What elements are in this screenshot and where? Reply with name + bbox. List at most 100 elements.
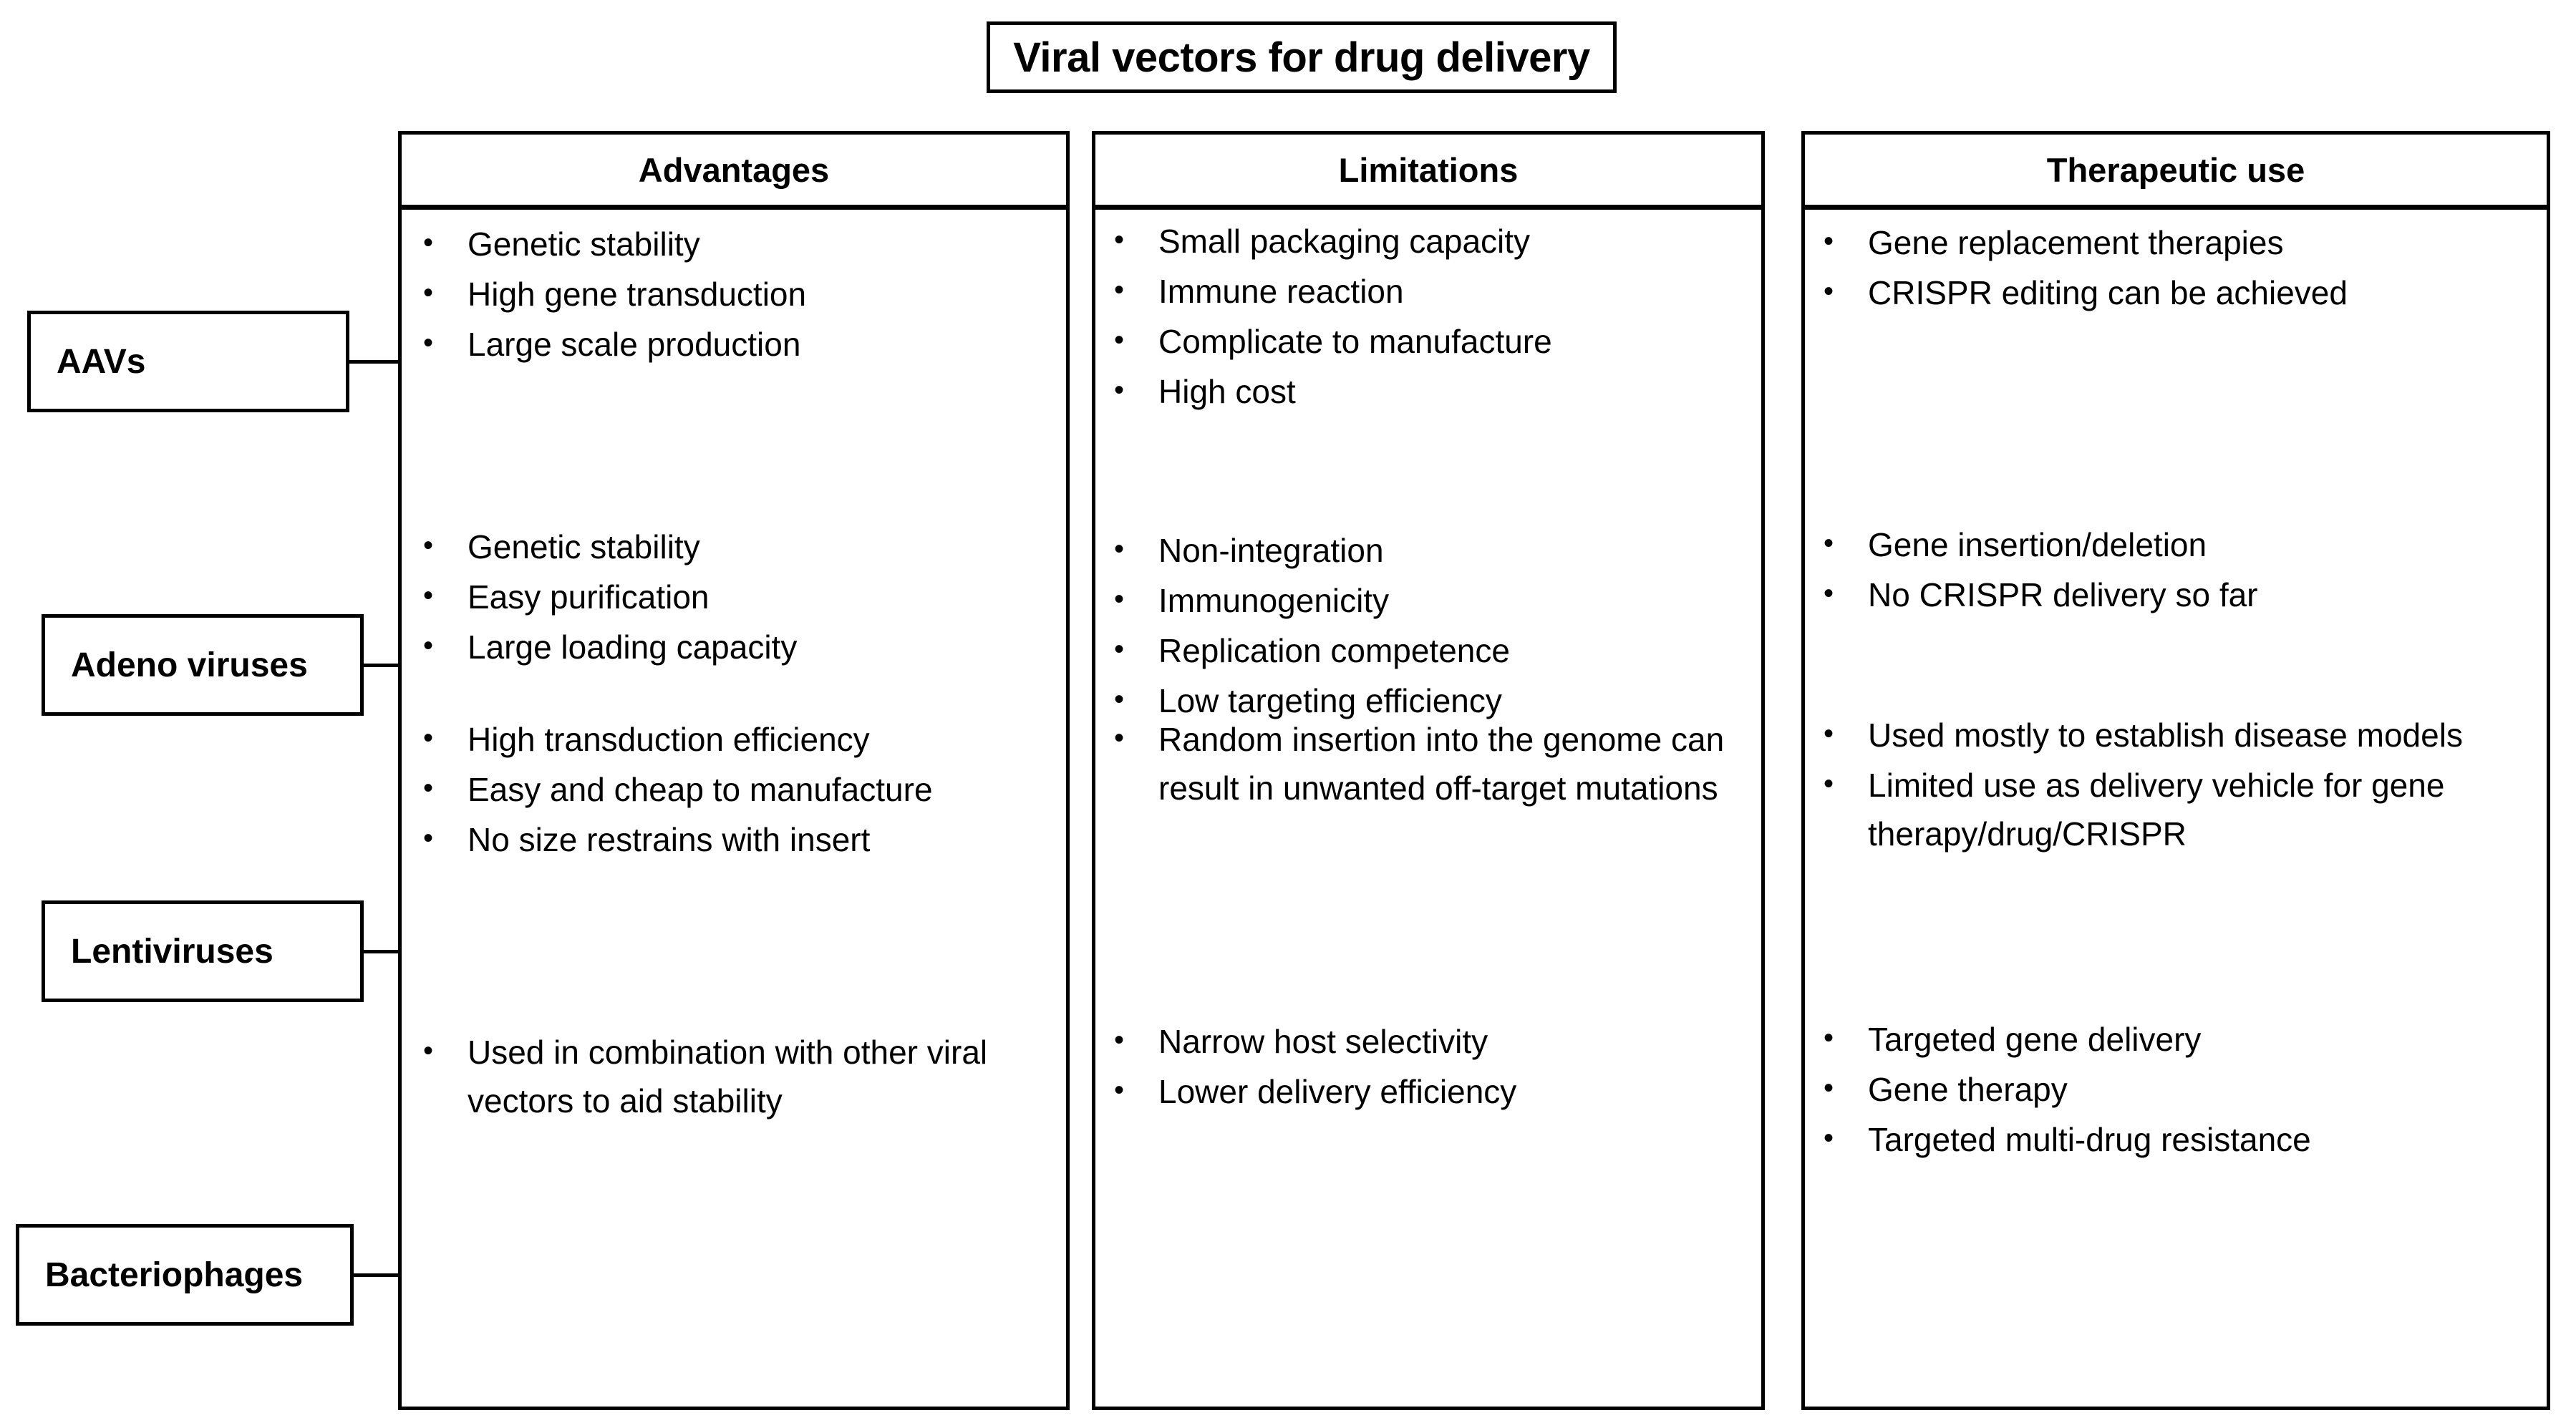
list-item-label: Large scale production xyxy=(468,326,801,364)
list-item-label: Non-integration xyxy=(1158,532,1384,569)
list-item-label: Gene insertion/deletion xyxy=(1868,526,2207,563)
bullet-icon: • xyxy=(423,772,434,805)
list-item-label: Genetic stability xyxy=(468,225,700,263)
category-box-lentiviruses: Lentiviruses xyxy=(42,900,364,1002)
list-item-label: Immunogenicity xyxy=(1158,582,1390,620)
bullet-icon: • xyxy=(1114,324,1125,356)
list-item: • Replication competence xyxy=(1114,626,1761,675)
category-label: Adeno viruses xyxy=(71,646,308,684)
category-box-aavs: AAVs xyxy=(27,311,349,412)
list-item-label: Complicate to manufacture xyxy=(1158,323,1552,361)
list-item-label: Lower delivery efficiency xyxy=(1158,1073,1517,1111)
list-item-label: Genetic stability xyxy=(468,528,700,565)
bullet-icon: • xyxy=(1824,768,1834,800)
group-advantages-lentiviruses: • High transduction efficiency • Easy an… xyxy=(402,715,1066,865)
list-item-label: High transduction efficiency xyxy=(468,721,870,758)
bullet-icon: • xyxy=(1114,633,1125,666)
list-item: • Targeted gene delivery xyxy=(1824,1015,2547,1064)
group-advantages-aavs: • Genetic stability • High gene transduc… xyxy=(402,220,1066,370)
group-therapeutic-use-aavs: • Gene replacement therapies • CRISPR ed… xyxy=(1805,218,2547,319)
list-item-label: No CRISPR delivery so far xyxy=(1868,576,2258,614)
bullet-list: • Narrow host selectivity • Lower delive… xyxy=(1114,1017,1761,1116)
bullet-list: • Used in combination with other viral v… xyxy=(423,1028,1066,1125)
category-box-adeno-viruses: Adeno viruses xyxy=(42,614,364,716)
bullet-icon: • xyxy=(423,327,434,359)
list-item-label: Used mostly to establish disease models xyxy=(1868,717,2463,754)
group-advantages-adeno-viruses: • Genetic stability • Easy purification … xyxy=(402,523,1066,673)
list-item: • Complicate to manufacture xyxy=(1114,317,1761,366)
bullet-list: • Non-integration • Immunogenicity • Rep… xyxy=(1114,526,1761,725)
group-therapeutic-use-bacteriophages: • Targeted gene delivery • Gene therapy … xyxy=(1805,1015,2547,1165)
list-item: • No CRISPR delivery so far xyxy=(1824,570,2547,619)
list-item-label: Small packaging capacity xyxy=(1158,223,1531,260)
list-item: • Limited use as delivery vehicle for ge… xyxy=(1824,761,2547,858)
bullet-icon: • xyxy=(1824,276,1834,308)
list-item: • Genetic stability xyxy=(423,523,1066,571)
column-body-advantages: • Genetic stability • High gene transduc… xyxy=(402,210,1066,1407)
list-item-label: Targeted multi-drug resistance xyxy=(1868,1121,2311,1159)
bullet-icon: • xyxy=(1114,583,1125,616)
list-item-label: CRISPR editing can be achieved xyxy=(1868,274,2348,312)
column-header-limitations: Limitations xyxy=(1095,135,1761,210)
bullet-icon: • xyxy=(1824,225,1834,257)
category-box-bacteriophages: Bacteriophages xyxy=(16,1224,354,1326)
bullet-icon: • xyxy=(1824,528,1834,559)
list-item-label: No size restrains with insert xyxy=(468,821,871,859)
bullet-icon: • xyxy=(1114,533,1125,565)
bullet-list: • High transduction efficiency • Easy an… xyxy=(423,715,1066,864)
list-item: • Genetic stability xyxy=(423,220,1066,268)
list-item-label: Easy and cheap to manufacture xyxy=(468,771,933,809)
bullet-icon: • xyxy=(1824,1122,1834,1155)
bullet-icon: • xyxy=(1114,1074,1125,1107)
bullet-list: • Genetic stability • High gene transduc… xyxy=(423,220,1066,369)
list-item: • High gene transduction xyxy=(423,270,1066,319)
list-item: • Gene therapy xyxy=(1824,1065,2547,1114)
list-item: • Gene replacement therapies xyxy=(1824,218,2547,267)
list-item-label: Large loading capacity xyxy=(468,628,798,666)
list-item-label: Gene replacement therapies xyxy=(1868,224,2284,261)
bullet-icon: • xyxy=(423,722,434,754)
list-item-label: Used in combination with other viral vec… xyxy=(468,1034,988,1120)
column-header-label: Limitations xyxy=(1338,150,1519,189)
group-limitations-aavs: • Small packaging capacity • Immune reac… xyxy=(1095,217,1761,417)
connector-line-lentiviruses xyxy=(364,950,400,953)
group-limitations-lentiviruses: • Random insertion into the genome can r… xyxy=(1095,715,1761,814)
bullet-icon: • xyxy=(1114,374,1125,407)
list-item: • Random insertion into the genome can r… xyxy=(1114,715,1761,812)
bullet-icon: • xyxy=(423,530,434,561)
column-header-label: Advantages xyxy=(638,150,830,189)
connector-line-aavs xyxy=(349,360,400,364)
list-item: • Used mostly to establish disease model… xyxy=(1824,711,2547,759)
list-item: • Easy purification xyxy=(423,573,1066,621)
list-item-label: Gene therapy xyxy=(1868,1071,2068,1109)
bullet-icon: • xyxy=(1114,224,1125,256)
list-item: • High cost xyxy=(1114,367,1761,416)
bullet-list: • Targeted gene delivery • Gene therapy … xyxy=(1824,1015,2547,1164)
bullet-list: • Genetic stability • Easy purification … xyxy=(423,523,1066,671)
list-item: • Targeted multi-drug resistance xyxy=(1824,1115,2547,1164)
diagram-title-box: Viral vectors for drug delivery xyxy=(987,21,1617,93)
bullet-list: • Gene insertion/deletion • No CRISPR de… xyxy=(1824,520,2547,619)
list-item: • Lower delivery efficiency xyxy=(1114,1067,1761,1116)
column-header-advantages: Advantages xyxy=(402,135,1066,210)
bullet-icon: • xyxy=(423,822,434,855)
column-body-limitations: • Small packaging capacity • Immune reac… xyxy=(1095,210,1761,1407)
bullet-icon: • xyxy=(1824,578,1834,610)
list-item: • Narrow host selectivity xyxy=(1114,1017,1761,1066)
list-item: • No size restrains with insert xyxy=(423,815,1066,864)
bullet-icon: • xyxy=(423,580,434,612)
bullet-icon: • xyxy=(423,227,434,258)
group-limitations-bacteriophages: • Narrow host selectivity • Lower delive… xyxy=(1095,1017,1761,1117)
page-title: Viral vectors for drug delivery xyxy=(1013,34,1590,81)
category-label: Bacteriophages xyxy=(45,1255,304,1294)
list-item-label: High gene transduction xyxy=(468,276,807,314)
list-item: • Large loading capacity xyxy=(423,623,1066,671)
column-advantages: Advantages • Genetic stability • High ge… xyxy=(398,131,1070,1410)
list-item-label: Replication competence xyxy=(1158,632,1510,670)
list-item: • Gene insertion/deletion xyxy=(1824,520,2547,569)
group-therapeutic-use-lentiviruses: • Used mostly to establish disease model… xyxy=(1805,711,2547,860)
column-body-therapeutic-use: • Gene replacement therapies • CRISPR ed… xyxy=(1805,210,2547,1407)
bullet-icon: • xyxy=(423,277,434,309)
column-limitations: Limitations • Small packaging capacity •… xyxy=(1092,131,1765,1410)
bullet-icon: • xyxy=(1824,718,1834,749)
